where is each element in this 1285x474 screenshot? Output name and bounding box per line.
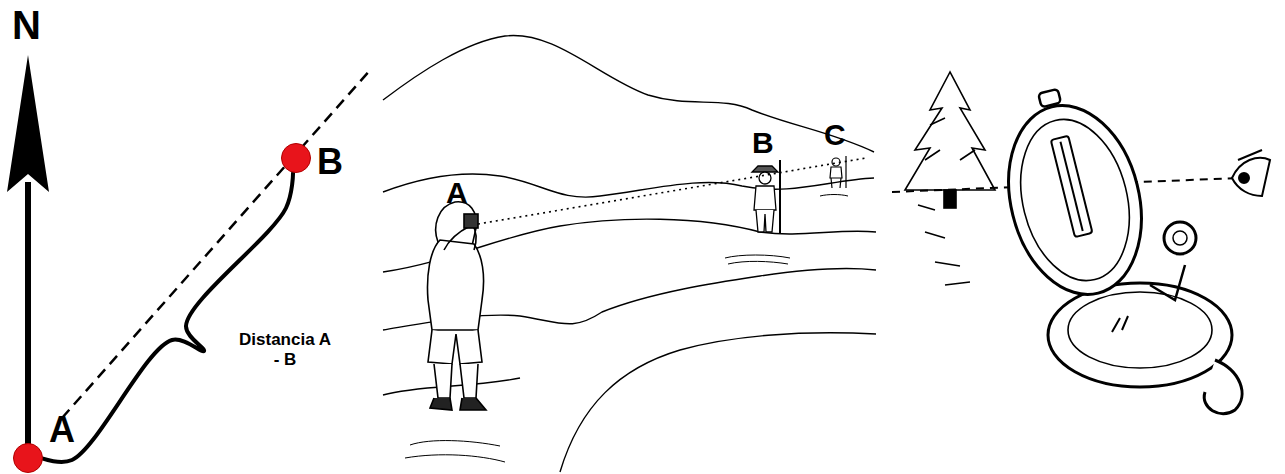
hills <box>383 35 876 472</box>
ground-hatch <box>725 255 790 264</box>
compass-hinge <box>1150 265 1185 300</box>
point-letter: B <box>317 141 343 182</box>
eye-outline <box>1232 158 1270 196</box>
dial-marks <box>1112 316 1128 332</box>
compass-in-hand <box>464 214 478 228</box>
eye <box>1232 150 1270 196</box>
north-arrowhead <box>7 55 49 192</box>
lid-rim <box>990 91 1161 308</box>
scout-b <box>752 160 780 234</box>
ground-hatch <box>405 441 505 462</box>
point-marker: B <box>281 143 311 173</box>
distance-note: Distancia A - B <box>236 330 334 369</box>
scout-shorts <box>428 330 482 364</box>
mountain-ridge <box>383 35 874 152</box>
scout-legs <box>434 364 478 398</box>
scout-hat <box>752 166 778 172</box>
lid-window <box>1005 108 1146 292</box>
red-dot <box>282 144 311 173</box>
point-letter: B <box>752 126 774 161</box>
hill-ridge <box>560 333 876 472</box>
scout-staff <box>779 160 781 234</box>
scout-boots <box>430 398 486 410</box>
point-letter: C <box>824 118 846 153</box>
tree-trunk <box>944 190 956 208</box>
sighting-wire <box>1060 142 1082 231</box>
compass-dial <box>1068 292 1212 368</box>
scout-legs <box>756 210 774 232</box>
scout-c <box>830 156 846 188</box>
point-letter: A <box>446 176 468 211</box>
tree-hatch <box>925 118 975 160</box>
eye-pupil <box>1239 173 1249 183</box>
tree-crown <box>905 72 995 190</box>
sight-lens <box>1173 231 1187 245</box>
point-letter: N <box>12 2 41 48</box>
thumb-loop <box>1204 360 1242 414</box>
point-shape <box>13 443 43 473</box>
compass-base <box>1048 283 1232 387</box>
sight-line <box>478 158 866 224</box>
sighting-wire-slot <box>1051 136 1093 237</box>
point-letter: A <box>49 409 75 450</box>
point-marker: A <box>13 443 43 473</box>
scout-torso <box>428 240 484 330</box>
scout-a <box>428 202 487 410</box>
red-dot <box>14 444 43 473</box>
ground-hatch <box>820 195 848 197</box>
scout-torso <box>754 186 776 210</box>
scout-legs <box>831 178 841 188</box>
point-shape <box>281 143 311 173</box>
eyebrow <box>1238 150 1262 160</box>
route-line <box>43 173 293 462</box>
scout-torso <box>830 167 842 178</box>
compass-lid <box>986 76 1161 309</box>
north-shaft <box>25 182 31 460</box>
bearing-line <box>62 68 372 418</box>
lensatic-compass <box>986 76 1242 414</box>
sight-ring <box>1164 222 1196 254</box>
